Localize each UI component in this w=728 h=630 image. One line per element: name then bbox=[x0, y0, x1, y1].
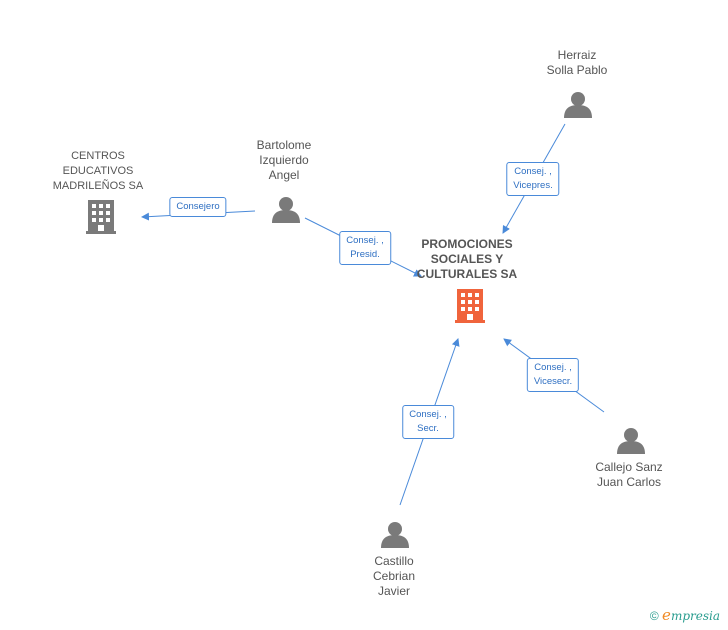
edge-label-presid[interactable]: Consej. , Presid. bbox=[339, 231, 391, 265]
edge-label-line: Consej. , bbox=[409, 409, 447, 420]
footer-brand[interactable]: © empresia bbox=[650, 606, 720, 624]
person-icon-bartolome bbox=[272, 197, 300, 223]
label-line: Bartolome bbox=[256, 138, 312, 152]
label-line: MADRILEÑOS SA bbox=[52, 180, 144, 192]
node-label-herraiz[interactable]: Herraiz Solla Pablo bbox=[547, 48, 608, 78]
label-line: Javier bbox=[377, 584, 410, 598]
label-line: Herraiz bbox=[557, 48, 597, 62]
brand-logo: empresia bbox=[662, 606, 720, 624]
label-line: Cebrian bbox=[372, 569, 416, 583]
person-icon-callejo bbox=[617, 428, 645, 454]
label-line: CENTROS bbox=[71, 150, 125, 162]
label-line: SOCIALES Y bbox=[430, 252, 504, 266]
label-line: Castillo bbox=[374, 554, 414, 568]
node-label-main[interactable]: PROMOCIONES SOCIALES Y CULTURALES SA bbox=[417, 237, 517, 282]
label-line: Angel bbox=[268, 168, 300, 182]
edge-label-line: Vicesecr. bbox=[533, 376, 573, 387]
building-icon-main bbox=[455, 289, 485, 323]
node-label-castillo[interactable]: Castillo Cebrian Javier bbox=[373, 554, 415, 599]
label-line: Izquierdo bbox=[259, 153, 309, 167]
edge-label-secr[interactable]: Consej. , Secr. bbox=[402, 405, 454, 439]
label-line: EDUCATIVOS bbox=[62, 165, 134, 177]
label-line: Callejo Sanz bbox=[595, 460, 663, 474]
building-icon bbox=[86, 200, 116, 234]
label-line: Solla Pablo bbox=[546, 63, 608, 77]
edge-label-line: Consej. , bbox=[534, 362, 572, 373]
label-line: Juan Carlos bbox=[596, 475, 662, 489]
edge-label-line: Consej. , bbox=[346, 235, 384, 246]
edge-label-line: Secr. bbox=[417, 423, 439, 434]
node-label-callejo[interactable]: Callejo Sanz Juan Carlos bbox=[595, 460, 662, 490]
edge-label-line: Presid. bbox=[350, 249, 380, 260]
person-icon-castillo bbox=[381, 522, 409, 548]
copyright-icon: © bbox=[649, 609, 659, 623]
edge-label-vicepres[interactable]: Consej. , Vicepres. bbox=[506, 162, 560, 196]
brand-initial: e bbox=[662, 606, 671, 624]
edge-label-consejero[interactable]: Consejero bbox=[169, 197, 227, 217]
node-label-bartolome[interactable]: Bartolome Izquierdo Angel bbox=[257, 138, 312, 183]
edge-label-vicesecr[interactable]: Consej. , Vicesecr. bbox=[526, 358, 580, 392]
person-icon-herraiz bbox=[564, 92, 592, 118]
edge-label-line: Consej. , bbox=[514, 166, 552, 177]
label-line: PROMOCIONES bbox=[421, 237, 513, 251]
edge-label-line: Consejero bbox=[176, 201, 220, 212]
edge-label-line: Vicepres. bbox=[513, 180, 553, 191]
node-label-centros[interactable]: CENTROS EDUCATIVOS MADRILEÑOS SA bbox=[53, 149, 143, 194]
brand-rest: mpresia bbox=[670, 609, 720, 623]
label-line: CULTURALES SA bbox=[416, 267, 518, 281]
